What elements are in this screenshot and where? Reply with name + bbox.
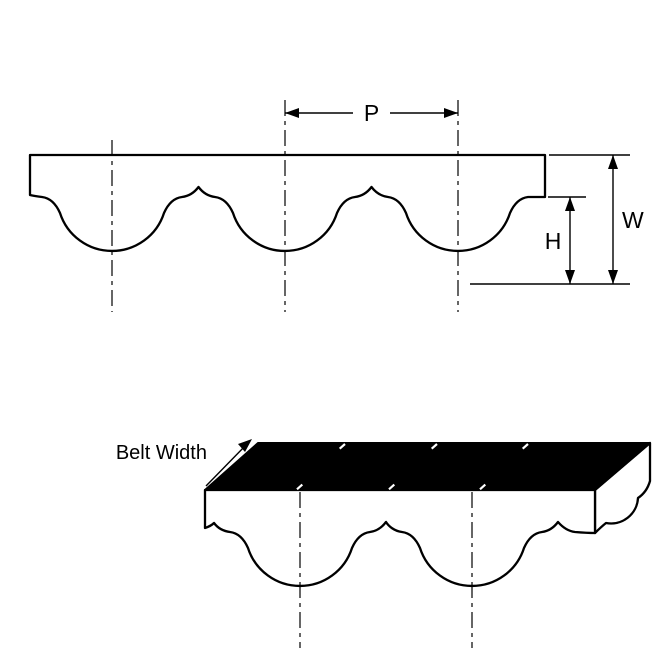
top-surface-groove-marks (296, 443, 529, 491)
isometric-view: Belt Width (116, 439, 652, 648)
belt-top-surface (204, 442, 651, 491)
pitch-arrow-left (285, 108, 299, 118)
belt-width-arrowhead (238, 439, 252, 452)
height-dimension: H (545, 196, 586, 284)
height-arrow-top (565, 197, 575, 211)
groove-mark-back-3 (521, 443, 529, 450)
width-arrow-top (608, 155, 618, 169)
groove-mark-front-2 (388, 483, 396, 491)
belt-front-face (203, 488, 597, 588)
height-label: H (545, 228, 562, 254)
belt-width-arrow-line (205, 443, 248, 487)
center-lines (111, 100, 459, 312)
center-lines-3d (299, 492, 473, 648)
groove-mark-back-2 (430, 443, 438, 450)
groove-mark-front-1 (296, 483, 304, 491)
profile-view: P W H (28, 100, 644, 312)
belt-end-face (593, 441, 652, 535)
groove-mark-back-1 (338, 443, 346, 450)
belt-width-label: Belt Width (116, 442, 207, 464)
pitch-arrow-right (444, 108, 458, 118)
pitch-label: P (364, 100, 379, 126)
height-arrow-bottom (565, 270, 575, 284)
belt-width-annotation: Belt Width (116, 439, 252, 487)
width-label: W (622, 207, 644, 233)
groove-mark-front-3 (479, 483, 487, 491)
belt-profile-outline (28, 153, 547, 253)
width-dimension: W (470, 154, 644, 285)
width-arrow-bottom (608, 270, 618, 284)
pitch-dimension: P (285, 100, 458, 126)
